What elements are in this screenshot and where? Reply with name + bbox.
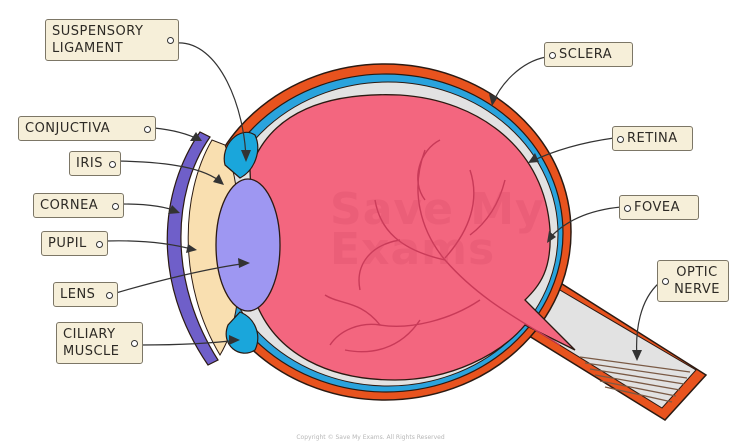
leader-suspensory (175, 42, 247, 161)
leader-lens (115, 262, 249, 294)
leader-sclera (492, 56, 547, 104)
label-ciliary-muscle: CILIARY MUSCLE (56, 322, 143, 364)
lens-shape (215, 178, 281, 312)
label-conjuctiva: CONJUCTIVA (18, 116, 156, 141)
label-suspensory-ligament: SUSPENSORY LIGAMENT (45, 19, 179, 61)
label-pupil: PUPIL (41, 231, 108, 256)
vitreous-humour (249, 94, 576, 381)
retinal-blood-vessels (324, 139, 561, 353)
ciliary-muscle-top (223, 131, 259, 179)
label-sclera: SCLERA (544, 42, 633, 67)
cornea-shape (166, 131, 219, 366)
leader-fovea (547, 206, 622, 241)
copyright-text: Copyright © Save My Exams. All Rights Re… (296, 434, 445, 441)
optic-nerve-fibres (579, 356, 691, 403)
label-iris: IRIS (69, 151, 121, 176)
leader-retina (529, 137, 615, 163)
label-retina: RETINA (612, 126, 693, 151)
watermark-text: Save My Exams (330, 184, 545, 275)
label-fovea: FOVEA (619, 195, 699, 220)
leader-lines (105, 42, 660, 359)
leader-optic-nerve (636, 282, 660, 359)
label-cornea: CORNEA (33, 193, 124, 218)
label-lens: LENS (53, 282, 118, 307)
label-optic-nerve: OPTIC NERVE (657, 260, 729, 302)
arrowheads (168, 94, 642, 361)
